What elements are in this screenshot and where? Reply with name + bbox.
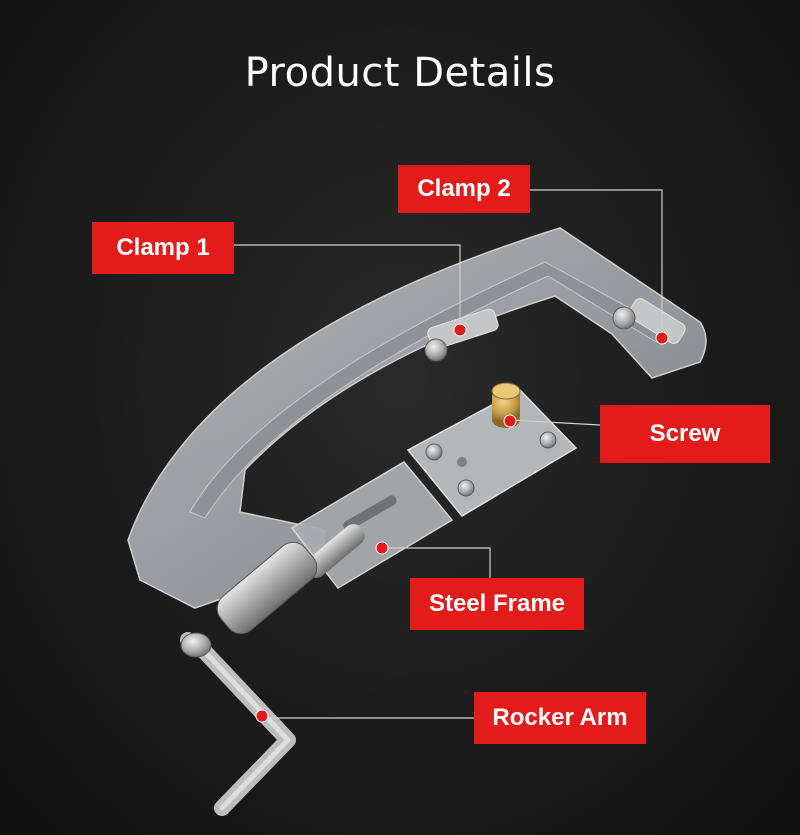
rod-cylinder — [216, 541, 318, 635]
leader-clamp1 — [234, 244, 461, 328]
mount-bolt-c — [539, 431, 557, 449]
clamp2-slider — [628, 298, 686, 344]
marker-clamp1 — [453, 323, 467, 337]
leader-screw — [509, 419, 601, 426]
label-clamp-1: Clamp 1 — [92, 222, 234, 274]
marker-screw — [503, 414, 517, 428]
label-screw: Screw — [600, 405, 770, 463]
steel-frame-slot — [343, 495, 397, 531]
label-steel-frame: Steel Frame — [410, 578, 584, 630]
rod-shaft — [305, 524, 365, 578]
label-rocker-arm: Rocker Arm — [474, 692, 646, 744]
label-clamp-2: Clamp 2 — [398, 165, 530, 213]
marker-dots — [255, 323, 669, 723]
marker-clamp2 — [655, 331, 669, 345]
clamp2-bolt — [612, 306, 636, 330]
leader-lines — [234, 189, 663, 719]
marker-steel-frame — [375, 541, 389, 555]
brass-screw-body — [492, 392, 520, 420]
page-title: Product Details — [244, 50, 556, 96]
main-plate — [127, 227, 707, 609]
clamp1-bolt — [424, 338, 448, 362]
mount-bolt-b — [457, 479, 475, 497]
brass-screw-top — [491, 382, 521, 400]
marker-rocker-arm — [255, 709, 269, 723]
mount-hole — [457, 457, 467, 467]
leader-clamp2 — [530, 189, 663, 336]
rocker-pivot — [180, 632, 212, 658]
mount-bolt-a — [425, 443, 443, 461]
